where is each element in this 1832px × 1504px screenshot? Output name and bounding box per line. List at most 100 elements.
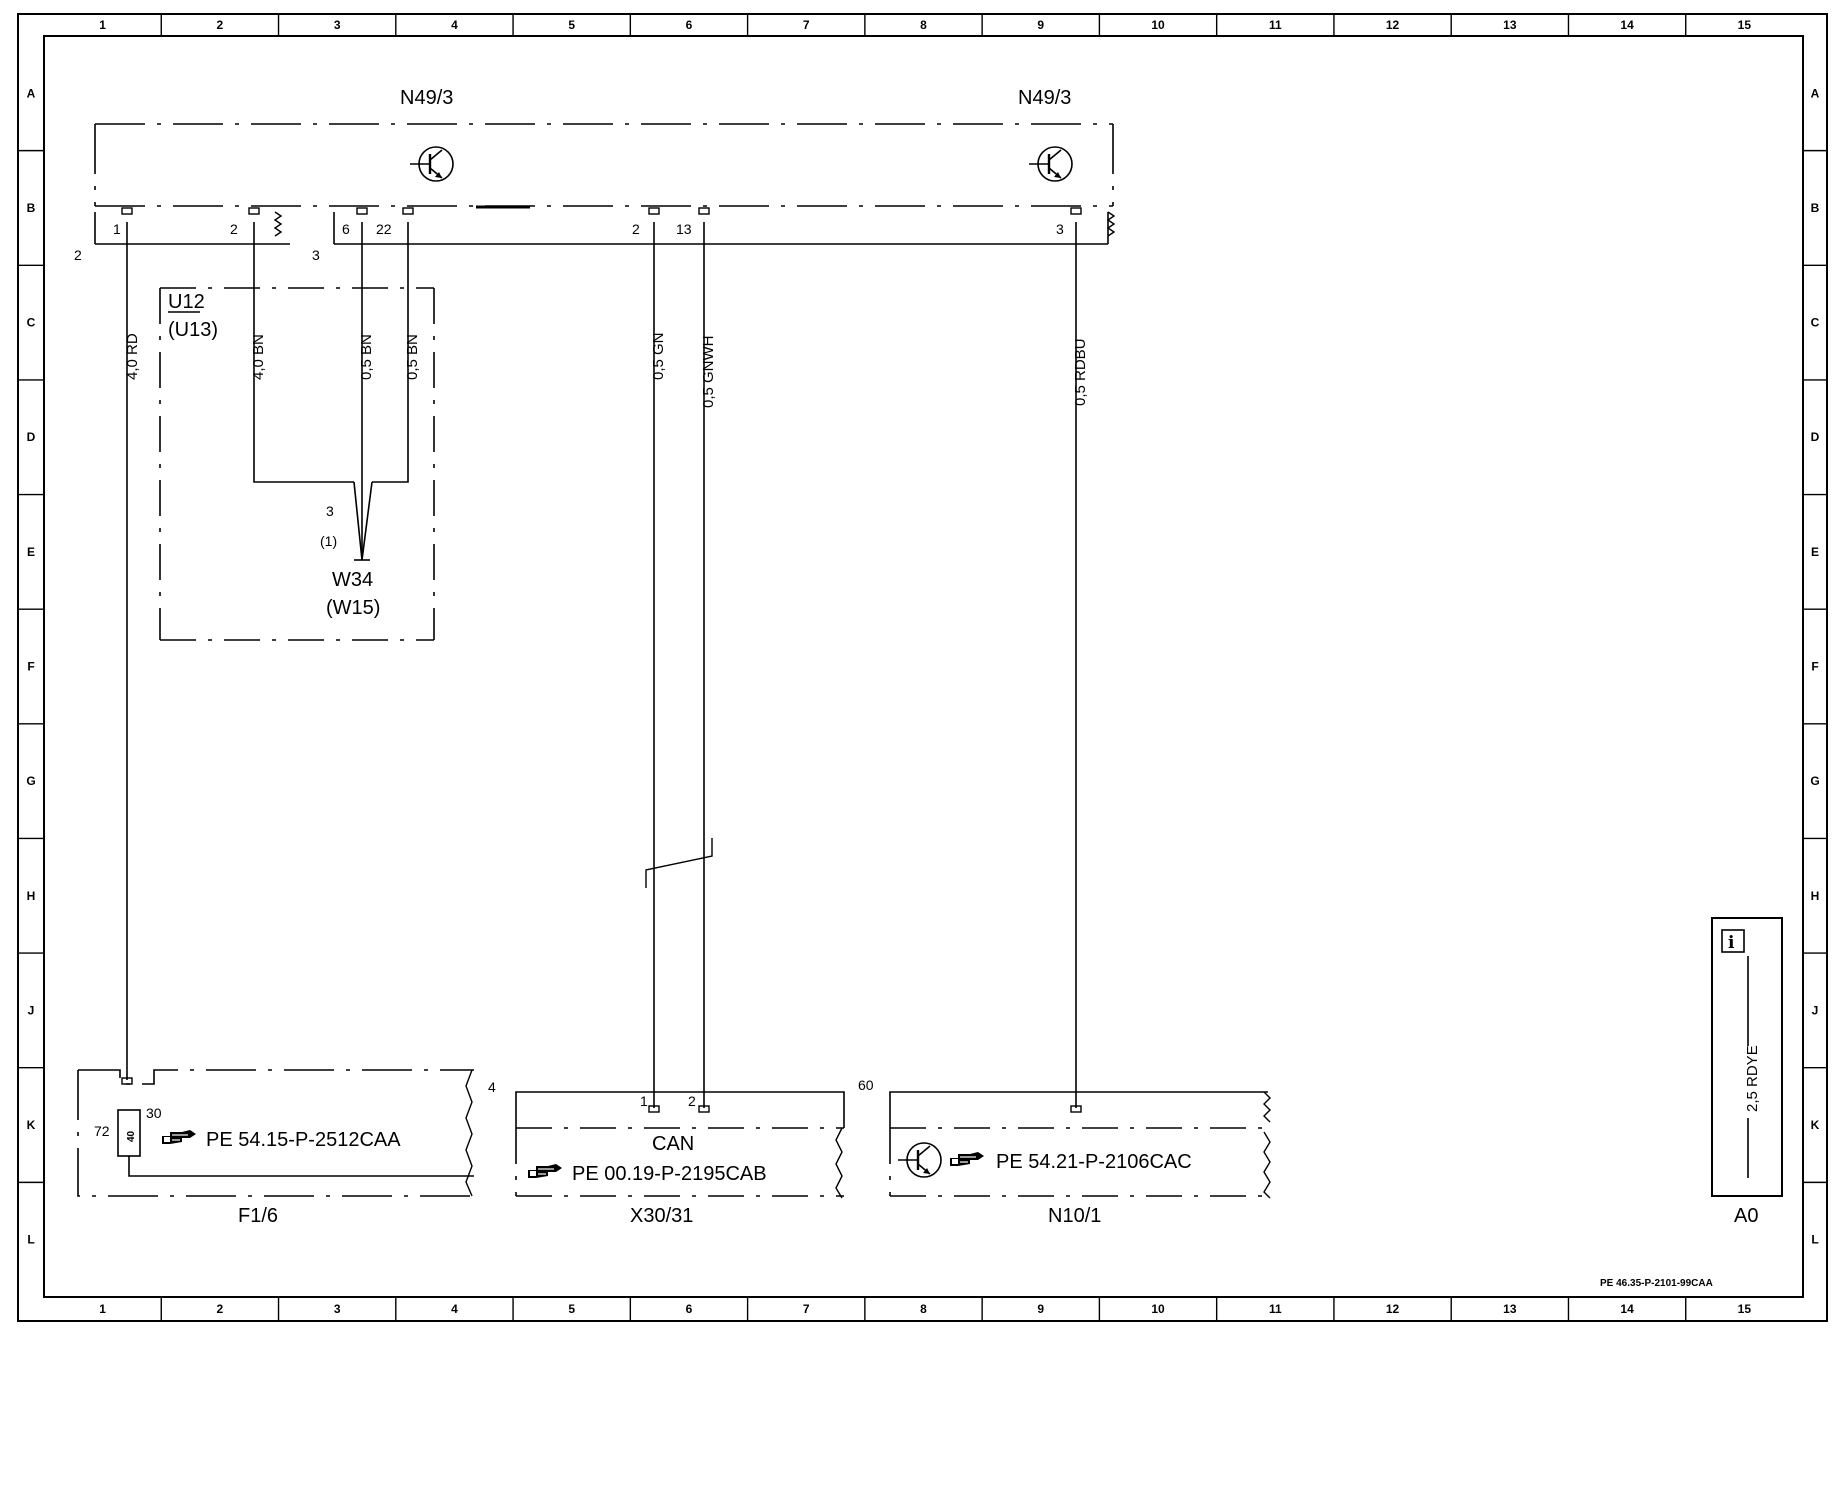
x30-31-side-label: 60 [858, 1077, 874, 1093]
grid-column-label: 12 [1386, 18, 1400, 32]
grid-row-label: G [1810, 774, 1819, 788]
grid-column-label: 3 [334, 18, 341, 32]
grid-column-label: 7 [803, 18, 810, 32]
grid-column-label: 9 [1037, 1302, 1044, 1316]
pin-stub [1070, 207, 1082, 215]
grid-column-label: 14 [1620, 18, 1634, 32]
f1-6-pin-left: 72 [94, 1123, 110, 1139]
x30-31-ref[interactable]: PE 00.19-P-2195CAB [572, 1163, 767, 1185]
x30-31-pin1: 1 [640, 1093, 648, 1109]
pin-label: 13 [676, 221, 692, 237]
grid-column-label: 9 [1037, 18, 1044, 32]
x30-31-pin2: 2 [688, 1093, 696, 1109]
f1-6-pin-right: 30 [146, 1105, 162, 1121]
hand-pointer-icon [949, 1151, 985, 1167]
f1-6-ref[interactable]: PE 54.15-P-2512CAA [206, 1129, 401, 1151]
grid-column-label: 13 [1503, 1302, 1517, 1316]
grid-row-label: J [28, 1003, 35, 1017]
grid-row-label: A [27, 86, 36, 100]
grid-row-label: D [27, 430, 36, 444]
grid-row-label: B [27, 201, 36, 215]
grid-row-label: J [1812, 1003, 1819, 1017]
grid-column-label: 2 [217, 18, 224, 32]
grid-row-label: E [27, 545, 35, 559]
grid-column-label: 11 [1269, 1302, 1282, 1316]
grid-column-label: 15 [1738, 1302, 1752, 1316]
grid-row-label: L [27, 1233, 34, 1247]
n49-3-right-label: N49/3 [1018, 87, 1071, 109]
grid-column-label: 8 [920, 18, 927, 32]
grid-column-label: 1 [99, 1302, 106, 1316]
grid-row-label: D [1811, 430, 1820, 444]
pins-top: 1 2 6 22 2 13 3 [113, 221, 1064, 237]
wires [126, 222, 1077, 1108]
u12-alt-label: (U13) [168, 319, 218, 341]
a0-wire-label: 2,5 RDYE [1744, 1045, 1761, 1112]
n10-1-label: N10/1 [1048, 1205, 1101, 1227]
grid-column-label: 6 [686, 18, 693, 32]
grid-column-label: 8 [920, 1302, 927, 1316]
connector-3: 3 [312, 212, 1109, 263]
pin-label: 1 [113, 221, 121, 237]
u12-label: U12 [168, 291, 205, 313]
grid-row-label: H [27, 889, 36, 903]
grid-column-label: 5 [568, 18, 575, 32]
grid-column-label: 2 [217, 1302, 224, 1316]
info-icon[interactable] [1721, 929, 1745, 953]
wire-label-0-5-bn: 0,5 BN [404, 334, 421, 380]
wire-label-0-5-bn: 0,5 BN [358, 334, 375, 380]
pin-label: 22 [376, 221, 392, 237]
w34-splice: 3 (1) W34 (W15) [320, 503, 380, 619]
connector-2: 2 [74, 212, 290, 263]
grid-column-label: 10 [1151, 18, 1165, 32]
pin-stub [356, 207, 368, 215]
grid-row-label: E [1811, 545, 1819, 559]
hand-pointer-icon [527, 1163, 563, 1179]
transistor-icon [408, 145, 455, 183]
x30-31-label: X30/31 [630, 1205, 693, 1227]
w34-pin: 3 [326, 503, 334, 519]
pin-stub [248, 207, 260, 215]
grid-column-label: 12 [1386, 1302, 1400, 1316]
grid-column-label: 4 [451, 18, 458, 32]
grid-column-label: 1 [99, 18, 106, 32]
transistor-icon [1027, 145, 1074, 183]
grid-column-label: 11 [1269, 18, 1282, 32]
n49-3-module: N49/3 N49/3 [94, 87, 1114, 209]
info-glyph: i [1728, 933, 1735, 953]
wire-label-0-5-gnwh: 0,5 GNWH [700, 335, 717, 408]
hand-pointer-icon [161, 1129, 197, 1145]
grid-column-label: 3 [334, 1302, 341, 1316]
grid-row-label: H [1811, 889, 1820, 903]
a0-info-box: i 2,5 RDYE A0 [1711, 917, 1783, 1227]
grid-row-label: K [1811, 1118, 1820, 1132]
pin-label: 6 [342, 221, 350, 237]
grid-row-label: K [27, 1118, 36, 1132]
grid-row-label: F [1811, 660, 1818, 674]
grid-column-label: 5 [568, 1302, 575, 1316]
n10-1-ref[interactable]: PE 54.21-P-2106CAC [996, 1151, 1192, 1173]
grid-column-label: 10 [1151, 1302, 1165, 1316]
grid-row-label: F [27, 660, 34, 674]
grid-column-label: 6 [686, 1302, 693, 1316]
grid-column-label: 4 [451, 1302, 458, 1316]
wire-labels: 4,0 RD 4,0 BN 0,5 BN 0,5 BN 0,5 GN 0,5 G… [124, 332, 1089, 408]
drawing-frame [17, 13, 1828, 1322]
a0-label: A0 [1734, 1205, 1758, 1227]
connector-2-label: 2 [74, 247, 82, 263]
column-grid: 1122334455667788991010111112121313141415… [99, 14, 1751, 1321]
wire-label-4-0-rd: 4,0 RD [124, 333, 141, 380]
wire-label-0-5-gn: 0,5 GN [650, 332, 667, 380]
wire-label-4-0-bn: 4,0 BN [250, 334, 267, 380]
pin-stub [121, 207, 133, 215]
f1-6-label: F1/6 [238, 1205, 278, 1227]
wire-label-0-5-rdbu: 0,5 RDBU [1072, 338, 1089, 406]
n10-1-module: PE 54.21-P-2106CAC N10/1 [889, 1091, 1271, 1227]
w34-label: W34 [332, 569, 373, 591]
x30-31-module: 1 2 CAN PE 00.19-P-2195CAB X30/31 60 [515, 1077, 874, 1227]
grid-row-label: G [26, 774, 35, 788]
grid-column-label: 14 [1620, 1302, 1634, 1316]
grid-row-label: B [1811, 201, 1820, 215]
